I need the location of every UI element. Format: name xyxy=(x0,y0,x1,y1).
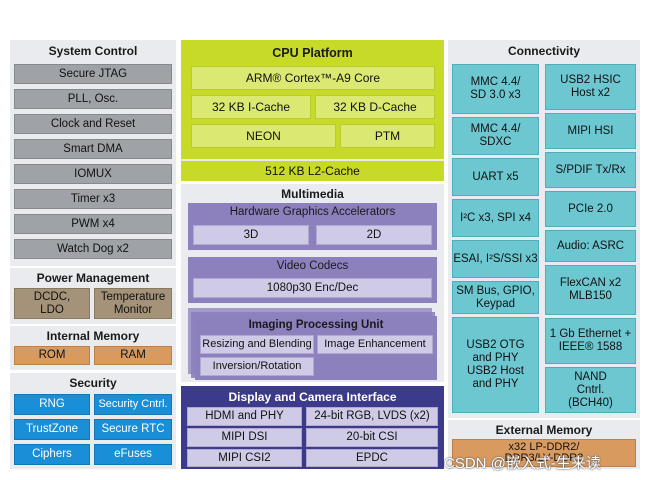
temperature-monitor-block: Temperature Monitor xyxy=(94,288,172,319)
ram-block: RAM xyxy=(94,346,172,365)
rng-block: RNG xyxy=(14,394,90,415)
ptm-block: PTM xyxy=(340,124,435,148)
iomux-block: IOMUX xyxy=(14,164,172,184)
internal-memory-title: Internal Memory xyxy=(46,329,140,343)
secure-jtag-block: Secure JTAG xyxy=(14,64,172,84)
display-camera-title: Display and Camera Interface xyxy=(228,390,397,404)
timer-block: Timer x3 xyxy=(14,189,172,209)
pll-osc-block: PLL, Osc. xyxy=(14,89,172,109)
imaging-unit-group: Imaging Processing Unit Resizing and Ble… xyxy=(195,316,437,380)
clock-reset-block: Clock and Reset xyxy=(14,114,172,134)
pcie-block: PCIe 2.0 xyxy=(545,191,636,227)
multimedia-title: Multimedia xyxy=(281,187,344,201)
spdif-block: S/PDIF Tx/Rx xyxy=(545,152,636,188)
multimedia-panel: Multimedia Hardware Graphics Accelerator… xyxy=(181,184,444,382)
audio-asrc-block: Audio: ASRC xyxy=(545,230,636,262)
mipi-hsi-block: MIPI HSI xyxy=(545,113,636,149)
smart-dma-block: Smart DMA xyxy=(14,139,172,159)
flexcan-mlb-block: FlexCAN x2 MLB150 xyxy=(545,265,636,315)
l2-cache-block: 512 KB L2-Cache xyxy=(265,163,360,178)
esai-i2s-block: ESAI, I²S/SSI x3 xyxy=(452,240,539,278)
internal-memory-panel: Internal Memory ROM RAM xyxy=(10,326,176,370)
mipi-csi2-block: MIPI CSI2 xyxy=(187,449,302,467)
power-management-title: Power Management xyxy=(36,271,150,285)
display-camera-panel: Display and Camera Interface HDMI and PH… xyxy=(181,386,444,469)
arm-core-block: ARM® Cortex™-A9 Core xyxy=(191,66,435,90)
resizing-blending-block: Resizing and Blending xyxy=(200,335,314,354)
video-enc-dec-block: 1080p30 Enc/Dec xyxy=(193,278,432,298)
neon-block: NEON xyxy=(191,124,336,148)
mmc-sd-block: MMC 4.4/ SD 3.0 x3 xyxy=(452,64,539,114)
mmc-sdxc-block: MMC 4.4/ SDXC xyxy=(452,117,539,155)
secure-rtc-block: Secure RTC xyxy=(94,419,172,440)
security-cntrl-block: Security Cntrl. xyxy=(94,394,172,415)
uart-block: UART x5 xyxy=(452,158,539,196)
external-memory-title: External Memory xyxy=(495,423,593,437)
trustzone-block: TrustZone xyxy=(14,419,90,440)
hdmi-phy-block: HDMI and PHY xyxy=(187,407,302,426)
video-codecs-group: Video Codecs 1080p30 Enc/Dec xyxy=(188,257,437,303)
video-codecs-title: Video Codecs xyxy=(276,260,349,272)
cpu-platform-divider xyxy=(181,159,444,161)
pwm-block: PWM x4 xyxy=(14,214,172,234)
system-control-title: System Control xyxy=(48,44,138,58)
rom-block: ROM xyxy=(14,346,90,365)
connectivity-title: Connectivity xyxy=(507,44,580,58)
dcache-block: 32 KB D-Cache xyxy=(315,95,435,119)
epdc-block: EPDC xyxy=(306,449,438,467)
graphics-accelerators-title: Hardware Graphics Accelerators xyxy=(229,206,396,218)
power-management-panel: Power Management DCDC, LDO Temperature M… xyxy=(10,268,176,324)
imaging-unit-title: Imaging Processing Unit xyxy=(248,319,384,331)
watchdog-block: Watch Dog x2 xyxy=(14,239,172,259)
cpu-platform-panel: CPU Platform ARM® Cortex™-A9 Core 32 KB … xyxy=(181,40,444,181)
ddr-block: x32 LP-DDR2/ DDR3/LV-DDR3 xyxy=(452,439,636,467)
connectivity-panel: Connectivity MMC 4.4/ SD 3.0 x3 MMC 4.4/… xyxy=(448,40,640,418)
smbus-gpio-block: SM Bus, GPIO, Keypad xyxy=(452,281,539,314)
usb2-hsic-block: USB2 HSIC Host x2 xyxy=(545,64,636,110)
security-panel: Security RNG Security Cntrl. TrustZone S… xyxy=(10,373,176,469)
security-title: Security xyxy=(69,376,117,390)
system-control-panel: System Control Secure JTAG PLL, Osc. Clo… xyxy=(10,40,176,266)
icache-block: 32 KB I-Cache xyxy=(191,95,311,119)
graphics-accelerators-group: Hardware Graphics Accelerators 3D 2D xyxy=(188,203,437,250)
csi-20bit-block: 20-bit CSI xyxy=(306,428,438,447)
dcdc-ldo-block: DCDC, LDO xyxy=(14,288,90,319)
external-memory-panel: External Memory x32 LP-DDR2/ DDR3/LV-DDR… xyxy=(448,420,640,469)
inversion-rotation-block: Inversion/Rotation xyxy=(200,357,314,376)
3d-block: 3D xyxy=(193,225,309,245)
image-enhancement-block: Image Enhancement xyxy=(317,335,433,354)
usb2-otg-host-block: USB2 OTG and PHY USB2 Host and PHY xyxy=(452,317,539,413)
efuses-block: eFuses xyxy=(94,444,172,465)
mipi-dsi-block: MIPI DSI xyxy=(187,428,302,447)
ethernet-block: 1 Gb Ethernet + IEEE® 1588 xyxy=(545,318,636,364)
rgb-lvds-block: 24-bit RGB, LVDS (x2) xyxy=(306,407,438,426)
nand-cntrl-block: NAND Cntrl. (BCH40) xyxy=(545,367,636,413)
2d-block: 2D xyxy=(316,225,432,245)
i2c-spi-block: I²C x3, SPI x4 xyxy=(452,199,539,237)
watermark-text: CSDN @嵌入式-生来读 xyxy=(444,455,601,472)
cpu-platform-title: CPU Platform xyxy=(272,46,353,60)
ciphers-block: Ciphers xyxy=(14,444,90,465)
